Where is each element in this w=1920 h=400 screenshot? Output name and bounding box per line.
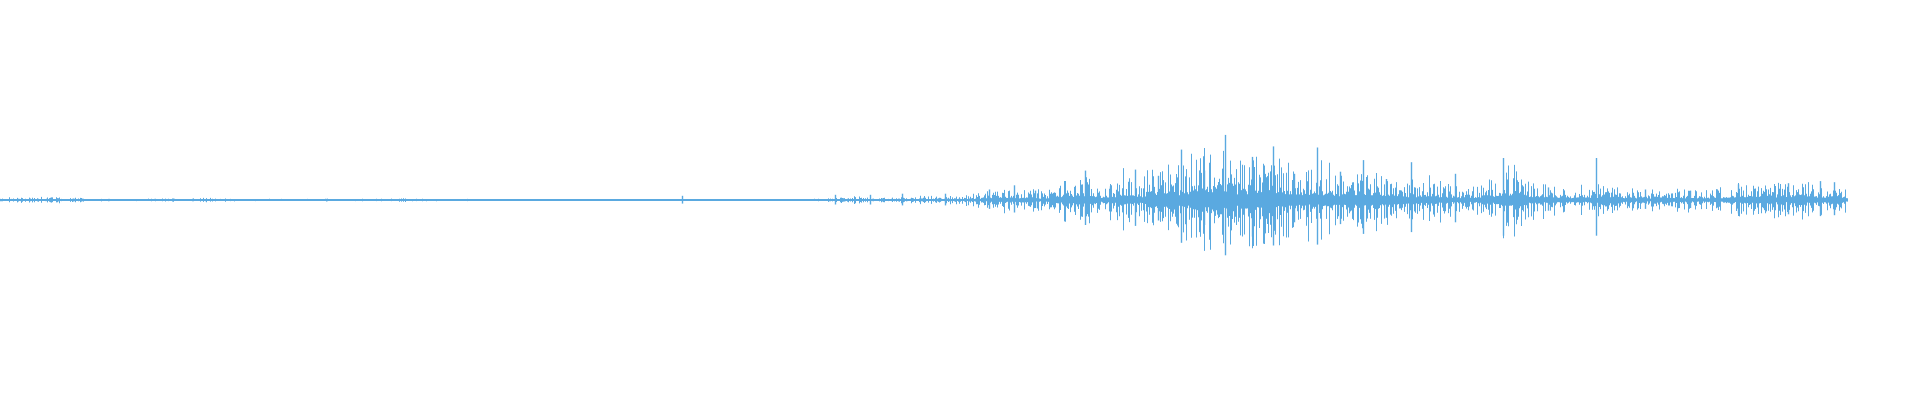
waveform-bars [0,134,1848,256]
